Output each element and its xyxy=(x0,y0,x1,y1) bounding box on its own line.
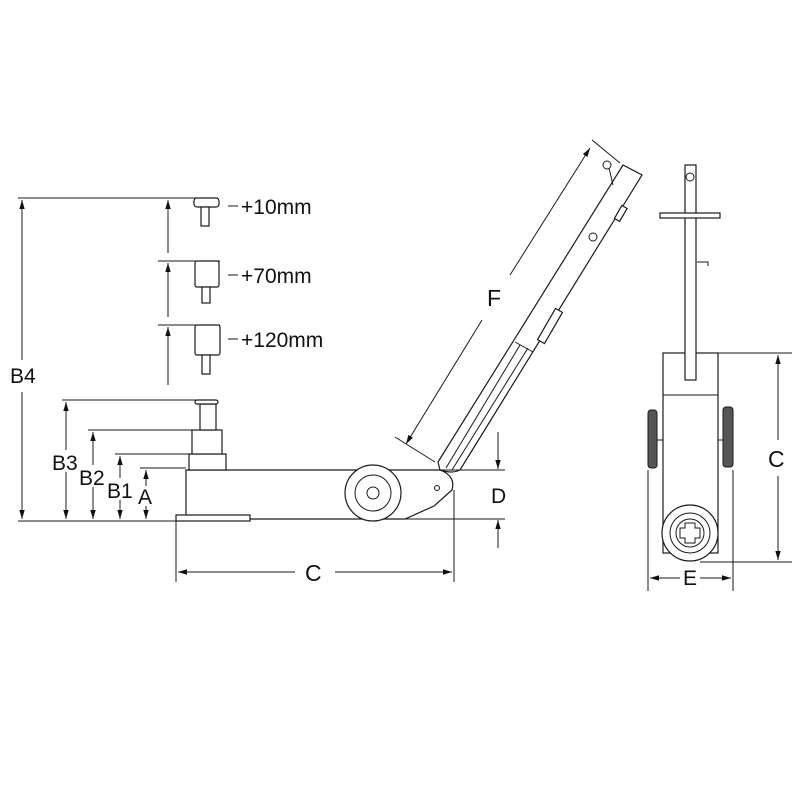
dimension-b2: B2 xyxy=(79,429,194,519)
extension-label: +70mm xyxy=(241,265,312,288)
dimension-c-front: C xyxy=(700,352,792,563)
label-f: F xyxy=(487,285,501,311)
jack-side-view xyxy=(175,160,643,522)
dimension-b4: B4 xyxy=(10,197,218,522)
label-a: A xyxy=(138,486,152,509)
extension-label: +120mm xyxy=(241,329,323,352)
label-c-side: C xyxy=(305,560,322,586)
dimension-c-side: C xyxy=(175,490,455,586)
label-d: D xyxy=(491,485,506,508)
side-wheel-left xyxy=(647,409,658,469)
label-c-front: C xyxy=(768,446,785,472)
dimension-b3: B3 xyxy=(52,399,196,519)
wheel xyxy=(344,464,402,522)
dimension-a: A xyxy=(137,467,186,519)
handle xyxy=(437,164,643,473)
extension-label: +10mm xyxy=(241,196,312,219)
extension-120mm: +120mm xyxy=(158,324,323,385)
dimension-f: F xyxy=(394,139,621,463)
dimension-b1: B1 xyxy=(107,453,190,519)
dimension-d: D xyxy=(440,432,506,548)
label-b4: B4 xyxy=(10,365,36,388)
label-b1: B1 xyxy=(107,480,133,503)
label-b2: B2 xyxy=(79,467,105,490)
label-e: E xyxy=(683,567,697,590)
jack-front-view xyxy=(647,164,734,562)
dimension-e: E xyxy=(647,470,734,591)
label-b3: B3 xyxy=(52,452,78,475)
extension-10mm: +10mm xyxy=(165,196,312,253)
extension-70mm: +70mm xyxy=(158,260,312,317)
side-wheel-right xyxy=(722,406,734,468)
